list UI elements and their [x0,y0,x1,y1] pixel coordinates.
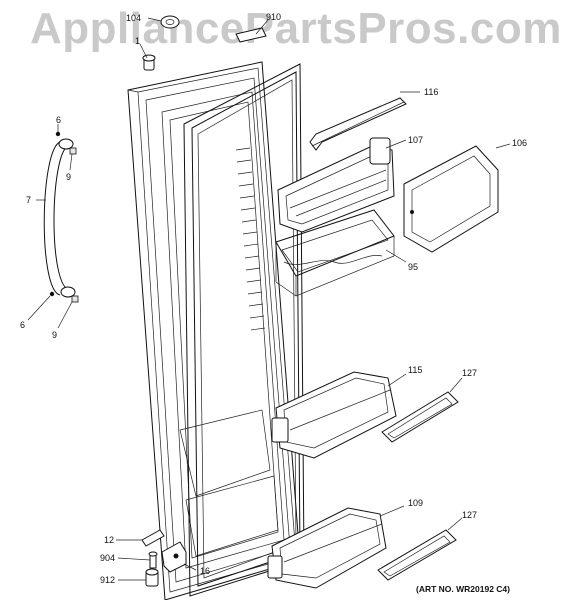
callout-116: 116 [424,87,438,97]
callout-1: 1 [135,36,140,46]
callout-7: 7 [26,195,31,205]
callout-9-lower: 9 [52,330,57,340]
callout-107: 107 [408,135,423,145]
bin-rail-116 [309,97,407,151]
dairy-bin-107 [277,137,395,233]
door-bin-109 [267,507,387,589]
door-handle [43,138,76,298]
callout-9-upper: 9 [66,172,71,182]
bin-front-127-lower [377,529,457,581]
callout-12: 12 [104,535,114,545]
top-bracket-910 [235,27,267,43]
door-bin-115 [271,371,397,459]
bracket-16 [161,541,187,573]
callout-904: 904 [100,553,115,563]
leader-lines [27,17,511,581]
callout-109: 109 [408,498,423,508]
liner-ribs [235,147,266,331]
handle-screws [49,131,79,303]
callout-127-lower: 127 [462,510,477,520]
callout-104: 104 [126,13,141,23]
callout-labels: 104 910 1 116 107 106 6 9 7 6 9 95 115 1… [20,12,527,585]
bin-front-127-upper [381,391,459,443]
bushing-912 [145,568,159,587]
callout-115: 115 [408,365,422,375]
callout-127-upper: 127 [462,368,477,378]
dairy-door-106 [403,145,499,253]
callout-16: 16 [200,566,210,576]
art-number: (ART NO. WR20192 C4) [416,584,510,594]
wire-shelf-95 [275,209,395,297]
callout-106: 106 [512,138,527,148]
bottom-hinge-12 [141,529,165,547]
watermark: AppliancePartsPros.com [30,4,562,53]
callout-95: 95 [408,262,418,272]
pin-904 [148,551,158,569]
hinge-bushing-1 [142,54,156,71]
door-outer-panel [127,61,301,600]
hinge-cap-104 [160,15,180,29]
callout-6-lower: 6 [20,320,25,330]
callout-912: 912 [100,575,115,585]
callout-6-upper: 6 [56,115,61,125]
callout-910: 910 [266,12,281,22]
